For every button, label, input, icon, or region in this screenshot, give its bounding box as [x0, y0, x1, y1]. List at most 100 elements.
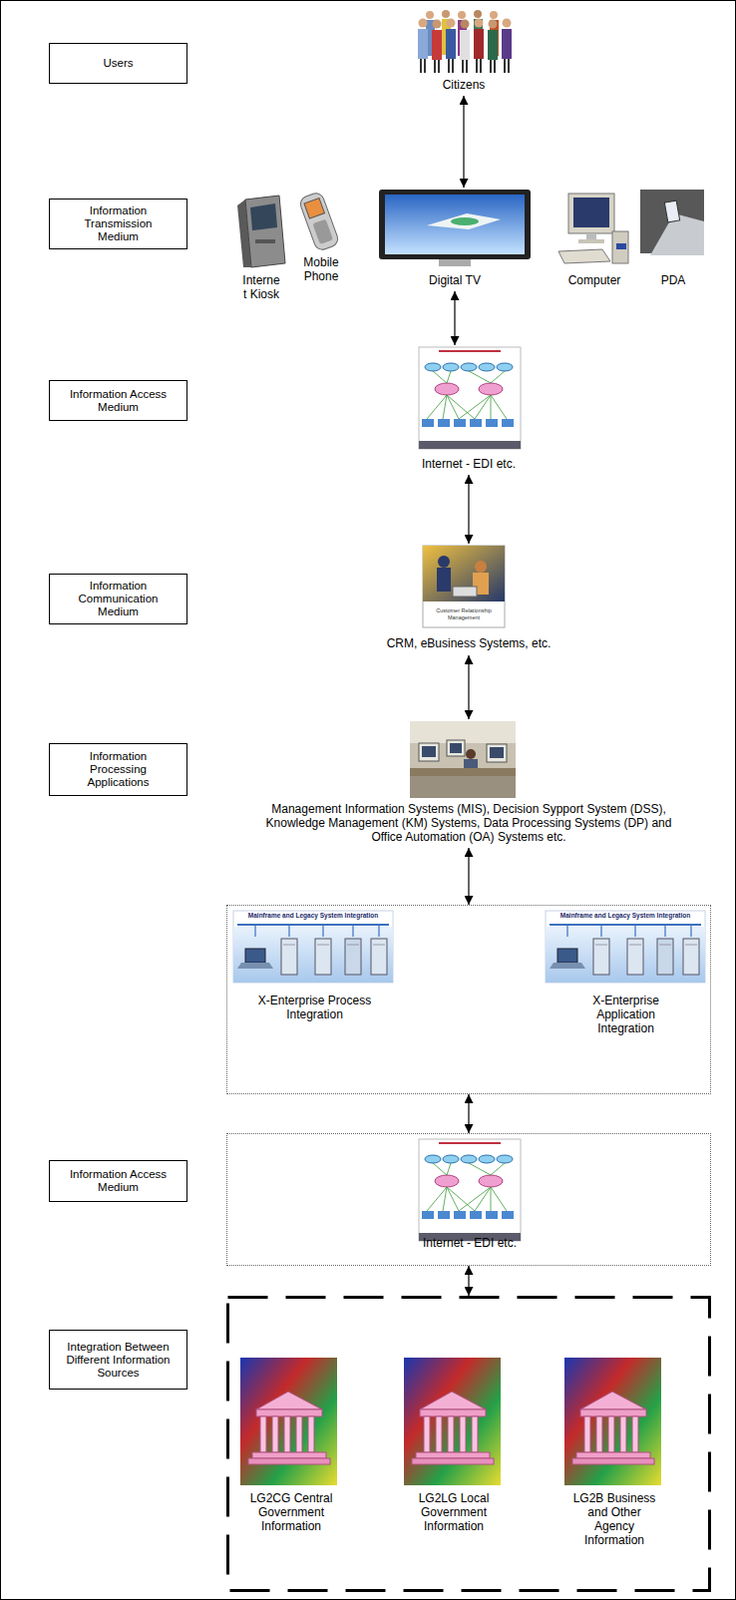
node-caption: X-Enterprise Process Integration: [250, 993, 380, 1022]
node-caption: X-Enterprise Application Integration: [576, 993, 677, 1036]
illustration-part: [479, 58, 482, 73]
illustration-part: [501, 28, 512, 59]
illustration-part: [489, 746, 504, 758]
illustration-part: [417, 28, 428, 59]
illustration-part: [586, 233, 597, 240]
illustration-part: [436, 567, 451, 592]
illustration-part: [452, 586, 477, 597]
illustration-part: [573, 197, 610, 228]
node-caption: Mobile Phone: [298, 255, 345, 284]
layer-name: Users: [102, 56, 133, 70]
illustration-part: [409, 775, 516, 798]
node-caption: LG2LG Local Government Information: [401, 1490, 506, 1533]
illustration-part: [502, 18, 512, 28]
government-picture: [403, 1357, 501, 1485]
layer-label-box: Information Transmission Medium: [48, 198, 188, 250]
illustration-part: [446, 739, 465, 756]
illustration-part: [474, 560, 487, 573]
illustration-part: [422, 545, 505, 602]
layer-label-box: Integration Between Different Informatio…: [48, 1329, 188, 1390]
illustration-part: [664, 200, 680, 223]
illustration-part: [304, 198, 326, 220]
picture-node: X-Enterprise Application Integration: [544, 910, 708, 1061]
illustration-part: [450, 217, 479, 226]
illustration-part: [420, 58, 509, 73]
illustration-part: [616, 243, 627, 250]
node-caption: Internet - EDI etc.: [369, 1235, 570, 1250]
node-caption: LG2CG Central Government Information: [239, 1490, 344, 1533]
double-arrow: [467, 1094, 469, 1133]
illustration-part: [612, 231, 629, 264]
picture-node: Digital TV: [376, 187, 533, 292]
layer-name: Integration Between Different Informatio…: [63, 1340, 173, 1380]
illustration-part: [489, 59, 492, 73]
picture-node: Mobile Phone: [295, 189, 348, 288]
illustration-part: [558, 249, 611, 264]
illustration-part: [433, 59, 436, 73]
node-caption: Digital TV: [379, 273, 530, 288]
illustration-part: [568, 193, 615, 234]
layer-name: Information Access Medium: [63, 387, 173, 414]
network-map-picture: [418, 347, 521, 449]
double-arrow: [467, 474, 469, 544]
illustration-part: [422, 545, 505, 628]
picture-node: LG2CG Central Government Information: [235, 1353, 348, 1578]
illustration-part: [473, 9, 482, 18]
illustration-part: [298, 191, 341, 253]
picture-node: Internet - EDI etc.: [393, 345, 544, 475]
node-caption: Citizens: [408, 77, 519, 92]
mainframe-picture: [545, 910, 706, 983]
illustration-part: [487, 29, 498, 60]
node-caption: Internet - EDI etc.: [395, 456, 542, 471]
layer-label-box: Users: [48, 42, 188, 84]
crm-book-picture: [422, 545, 505, 628]
pda-picture: [640, 189, 705, 256]
node-caption: Management Information Systems (MIS), De…: [259, 801, 679, 844]
node-caption: PDA: [640, 273, 707, 288]
double-arrow: [462, 95, 464, 188]
illustration-part: [451, 58, 454, 73]
office-photo: [409, 721, 516, 798]
illustration-part: [474, 18, 484, 28]
layer-label-box: Information Access Medium: [48, 1159, 188, 1202]
illustration-part: [461, 59, 464, 73]
picture-node: LG2B Business and Other Agency Informati…: [558, 1353, 671, 1578]
illustration-part: [460, 19, 470, 29]
illustration-part: [459, 29, 470, 60]
node-caption: Computer: [554, 273, 635, 288]
dashed-outline: [226, 1295, 712, 1592]
illustration-part: [250, 203, 278, 231]
layer-name: Information Processing Applications: [63, 749, 173, 789]
illustration-part: [423, 58, 426, 73]
source-group: LG2CG Central Government Information LG2L…: [226, 1295, 712, 1592]
illustration-part: [465, 748, 476, 759]
illustration-part: [438, 259, 471, 267]
government-picture: [240, 1357, 338, 1485]
illustration-part: [409, 767, 516, 776]
layer-label-box: Information Access Medium: [48, 379, 188, 421]
illustration-part: [465, 59, 468, 73]
illustration-part: [473, 28, 484, 59]
illustration-part: [426, 213, 501, 230]
illustration-part: [503, 58, 506, 73]
tv-picture: [378, 189, 531, 267]
picture-node: Management Information Systems (MIS), De…: [214, 719, 724, 848]
picture-caption-text: Mainframe and Legacy System Integration: [547, 911, 704, 920]
illustration-part: [312, 219, 334, 245]
illustration-part: [449, 742, 462, 753]
illustration-part: [447, 58, 450, 73]
picture-caption-text: Customer Relationship Management: [426, 607, 501, 622]
picture-node: X-Enterprise Process Integration: [232, 910, 397, 1029]
illustration-part: [384, 194, 525, 255]
network-map-picture: [418, 1138, 521, 1241]
illustration-part: [578, 239, 605, 244]
illustration-part: [432, 19, 442, 29]
illustration-part: [245, 195, 286, 268]
layer-label-box: Information Communication Medium: [48, 573, 188, 625]
illustration-part: [409, 721, 516, 798]
picture-node: Interne t Kiosk: [231, 194, 292, 306]
illustration-part: [493, 59, 496, 73]
illustration-part: [441, 9, 450, 18]
access-group: Internet - EDI etc.: [226, 1132, 712, 1266]
